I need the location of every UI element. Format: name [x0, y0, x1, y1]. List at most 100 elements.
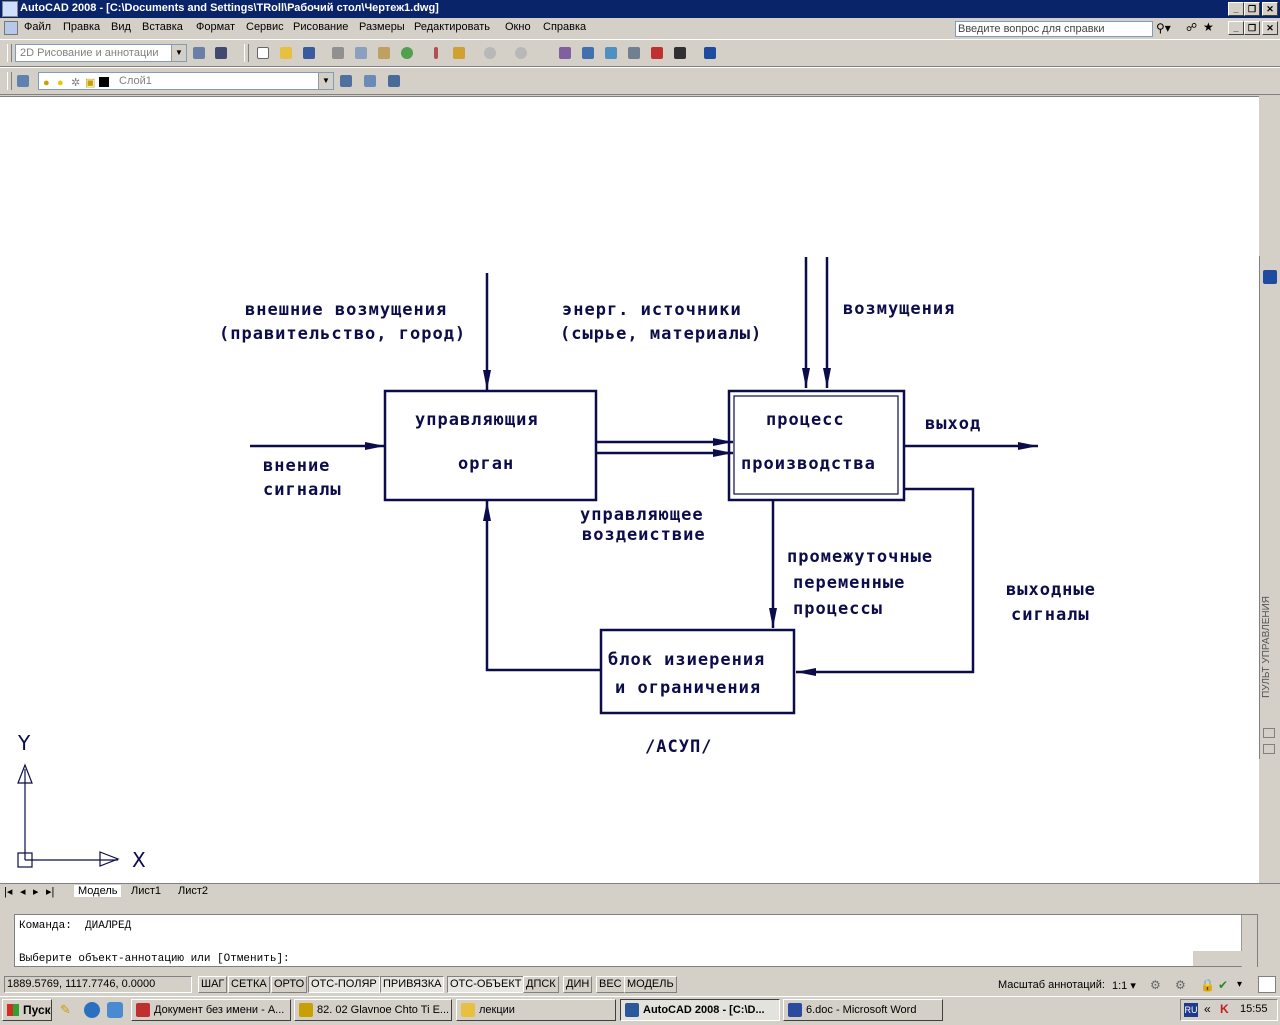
- menu-help[interactable]: Справка: [543, 21, 587, 33]
- command-hscrollbar[interactable]: [1193, 951, 1243, 966]
- quicklaunch-icon[interactable]: ✎: [60, 1002, 71, 1017]
- taskbar-item-word[interactable]: 6.doc - Microsoft Word: [783, 999, 943, 1021]
- panel-properties-icon[interactable]: [1263, 728, 1275, 738]
- workspace-select[interactable]: 2D Рисование и аннотации ▼: [15, 44, 187, 62]
- workspace-save-icon[interactable]: [212, 44, 230, 62]
- communication-center-icon[interactable]: ☍: [1186, 22, 1198, 34]
- otrack-toggle[interactable]: ОТС-ОБЪЕКТ: [447, 976, 525, 993]
- panel-icon[interactable]: [1263, 270, 1277, 284]
- menu-format[interactable]: Формат: [196, 21, 236, 33]
- label-control-block-2: орган: [458, 454, 515, 474]
- menu-edit[interactable]: Правка: [63, 21, 101, 33]
- lineweight-toggle[interactable]: ВЕС: [596, 976, 625, 993]
- plot-icon[interactable]: [329, 44, 347, 62]
- autoscale-icon[interactable]: ⚙: [1175, 978, 1186, 992]
- toolbar-lock-icon[interactable]: 🔒: [1200, 978, 1215, 992]
- snap-toggle[interactable]: ШАГ: [198, 976, 228, 993]
- document-icon[interactable]: [4, 21, 18, 35]
- workspace-select-value: 2D Рисование и аннотации: [20, 47, 159, 59]
- dashboard-panel[interactable]: ПУЛЬТ УПРАВЛЕНИЯ: [1259, 256, 1280, 759]
- copy-icon[interactable]: [450, 44, 468, 62]
- layer-previous-icon[interactable]: [361, 72, 379, 90]
- layer-select[interactable]: ● ● ✲ ▣ Слой1 ▼: [38, 72, 334, 90]
- doc-restore-button[interactable]: ❐: [1244, 21, 1260, 35]
- tab-layout1[interactable]: Лист1: [131, 885, 162, 897]
- comm-center-icon[interactable]: ✔: [1218, 978, 1229, 992]
- plot-preview-icon[interactable]: [352, 44, 370, 62]
- favorites-icon[interactable]: ★: [1203, 20, 1214, 34]
- markup-icon[interactable]: [648, 44, 666, 62]
- sheet-set-icon[interactable]: [625, 44, 643, 62]
- tab-prev-icon[interactable]: ◂: [20, 886, 26, 898]
- ortho-toggle[interactable]: ОРТО: [271, 976, 308, 993]
- layer-manager-icon[interactable]: [14, 72, 32, 90]
- tab-layout2[interactable]: Лист2: [178, 885, 209, 897]
- save-icon[interactable]: [300, 44, 318, 62]
- coordinates-display[interactable]: 1889.5769, 1117.7746, 0.0000: [4, 976, 192, 993]
- language-indicator[interactable]: RU: [1184, 1003, 1198, 1017]
- command-window[interactable]: Команда: ДИАЛРЕД Выберите объект-аннотац…: [14, 914, 1258, 967]
- annotation-scale-select[interactable]: 1:1 ▾: [1112, 980, 1136, 992]
- quicklaunch-browser-icon[interactable]: [84, 1002, 100, 1018]
- clean-screen-icon[interactable]: [1258, 976, 1276, 993]
- tab-first-icon[interactable]: |◂: [4, 886, 13, 898]
- maximize-button[interactable]: ❐: [1244, 2, 1260, 16]
- workspace-settings-icon[interactable]: [190, 44, 208, 62]
- tab-model[interactable]: Модель: [74, 885, 122, 897]
- minimize-button[interactable]: _: [1228, 2, 1244, 16]
- label-disturbances: возмущения: [843, 299, 956, 319]
- undo-icon[interactable]: [481, 44, 499, 62]
- antivirus-icon[interactable]: K: [1220, 1002, 1229, 1016]
- close-button[interactable]: ✕: [1262, 2, 1278, 16]
- calculator-icon[interactable]: [671, 44, 689, 62]
- tab-last-icon[interactable]: ▸|: [46, 886, 55, 898]
- sun-icon: ●: [57, 77, 64, 89]
- autocad-app-icon[interactable]: [2, 1, 18, 17]
- menu-file[interactable]: Файл: [24, 21, 52, 33]
- menu-window[interactable]: Окно: [505, 21, 531, 33]
- new-file-icon[interactable]: [254, 44, 272, 62]
- quicklaunch-ie-icon[interactable]: [107, 1002, 123, 1018]
- doc-minimize-button[interactable]: _: [1228, 21, 1244, 35]
- drawing-area[interactable]: внешние возмущения (правительство, город…: [0, 96, 1259, 884]
- grid-toggle[interactable]: СЕТКА: [228, 976, 270, 993]
- help-icon[interactable]: [701, 44, 719, 62]
- make-current-layer-icon[interactable]: [337, 72, 355, 90]
- cut-icon[interactable]: [427, 44, 445, 62]
- menu-dimension[interactable]: Размеры: [359, 21, 405, 33]
- menu-draw[interactable]: Рисование: [293, 21, 349, 33]
- tab-next-icon[interactable]: ▸: [33, 886, 39, 898]
- start-label: Пуск: [23, 1003, 51, 1017]
- help-search-input[interactable]: Введите вопрос для справки: [955, 21, 1153, 37]
- taskbar-item-media[interactable]: 82. 02 Glavnoe Chto Ti E...: [294, 999, 452, 1021]
- menu-view[interactable]: Вид: [111, 21, 131, 33]
- dyn-toggle[interactable]: ДИН: [563, 976, 593, 993]
- taskbar-item-document[interactable]: Документ без имени - А...: [131, 999, 291, 1021]
- taskbar-item-autocad[interactable]: AutoCAD 2008 - [C:\D...: [620, 999, 780, 1021]
- 3d-dwf-icon[interactable]: [398, 44, 416, 62]
- doc-close-button[interactable]: ✕: [1262, 21, 1278, 35]
- command-scrollbar[interactable]: [1241, 915, 1257, 967]
- osnap-toggle[interactable]: ПРИВЯЗКА: [380, 976, 445, 993]
- search-icon[interactable]: ⚲▾: [1156, 21, 1171, 35]
- layer-states-icon[interactable]: [385, 72, 403, 90]
- label-intermediate-3: процессы: [793, 599, 883, 619]
- tray-arrow-icon[interactable]: «: [1204, 1002, 1211, 1016]
- ducs-toggle[interactable]: ДПСК: [523, 976, 559, 993]
- tool-palettes-icon[interactable]: [602, 44, 620, 62]
- annotation-visibility-icon[interactable]: ⚙: [1150, 978, 1161, 992]
- design-center-icon[interactable]: [579, 44, 597, 62]
- publish-icon[interactable]: [375, 44, 393, 62]
- menu-tools[interactable]: Сервис: [246, 21, 284, 33]
- open-file-icon[interactable]: [277, 44, 295, 62]
- properties-icon[interactable]: [556, 44, 574, 62]
- redo-icon[interactable]: [512, 44, 530, 62]
- taskbar-item-folder[interactable]: лекции: [456, 999, 616, 1021]
- model-toggle[interactable]: МОДЕЛЬ: [624, 976, 677, 993]
- start-button[interactable]: Пуск: [2, 999, 52, 1021]
- panel-autohide-icon[interactable]: [1263, 744, 1275, 754]
- status-menu-icon[interactable]: ▾: [1237, 979, 1243, 990]
- menu-insert[interactable]: Вставка: [142, 21, 183, 33]
- polar-toggle[interactable]: ОТС-ПОЛЯР: [308, 976, 380, 993]
- menu-modify[interactable]: Редактировать: [414, 21, 490, 33]
